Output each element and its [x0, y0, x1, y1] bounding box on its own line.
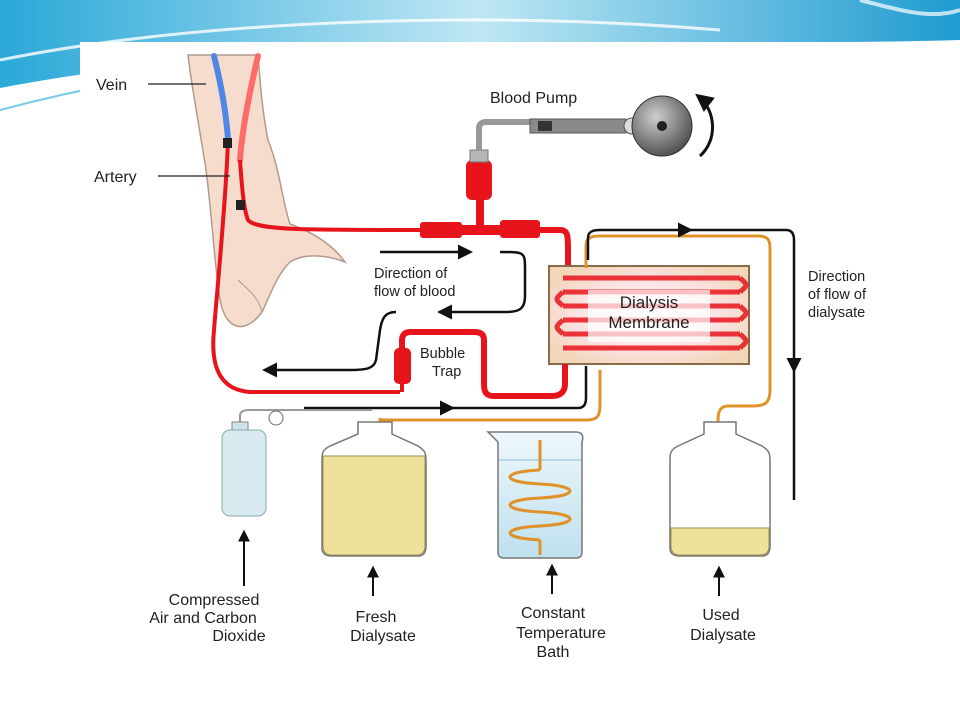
dialysis-membrane	[548, 265, 750, 365]
rotation-arrow	[695, 93, 715, 158]
blood-outlet-line	[399, 329, 568, 399]
label-constant-3: Bath	[537, 644, 570, 661]
label-direction-dialysate-3: dialysate	[808, 305, 865, 321]
label-constant-2: Temperature	[516, 625, 606, 642]
label-constant-1: Constant	[521, 605, 586, 622]
label-bubble: Bubble	[420, 346, 465, 362]
label-dialysis: Dialysis	[620, 293, 679, 312]
blood-manifold	[420, 149, 571, 268]
blood-pump	[476, 93, 715, 158]
bubble-trap	[394, 348, 411, 384]
vein-tube	[211, 53, 231, 143]
fresh-dialysate-jar	[321, 421, 427, 557]
label-vein: Vein	[96, 77, 127, 94]
label-trap: Trap	[432, 364, 461, 380]
label-used-1: Used	[702, 607, 739, 624]
label-used-2: Dialysate	[690, 627, 756, 644]
artery-blood-line	[238, 159, 421, 232]
label-compressed-1: Compressed	[169, 592, 260, 609]
vein-connector	[223, 138, 232, 148]
label-blood-pump: Blood Pump	[490, 90, 577, 107]
constant-temperature-bath	[486, 431, 584, 559]
label-membrane: Membrane	[608, 313, 689, 332]
label-fresh-1: Fresh	[356, 609, 397, 626]
used-dialysate-tube	[584, 234, 772, 530]
compressed-air-cylinder	[221, 409, 372, 517]
label-direction-dialysate-2: of flow of	[808, 287, 867, 303]
label-compressed-3: Dioxide	[212, 628, 265, 645]
return-blood-line	[211, 139, 400, 394]
used-dialysate-jar	[669, 421, 771, 557]
label-artery: Artery	[94, 169, 137, 186]
artery-tube-upper	[237, 53, 261, 163]
artery-connector	[236, 200, 245, 210]
label-direction-blood-1: Direction of	[374, 266, 448, 282]
label-direction-blood-2: flow of blood	[374, 284, 455, 300]
label-direction-dialysate-1: Direction	[808, 269, 865, 285]
label-fresh-2: Dialysate	[350, 628, 416, 645]
pointer-arrows	[238, 529, 725, 596]
label-compressed-2: Air and Carbon	[149, 610, 257, 627]
